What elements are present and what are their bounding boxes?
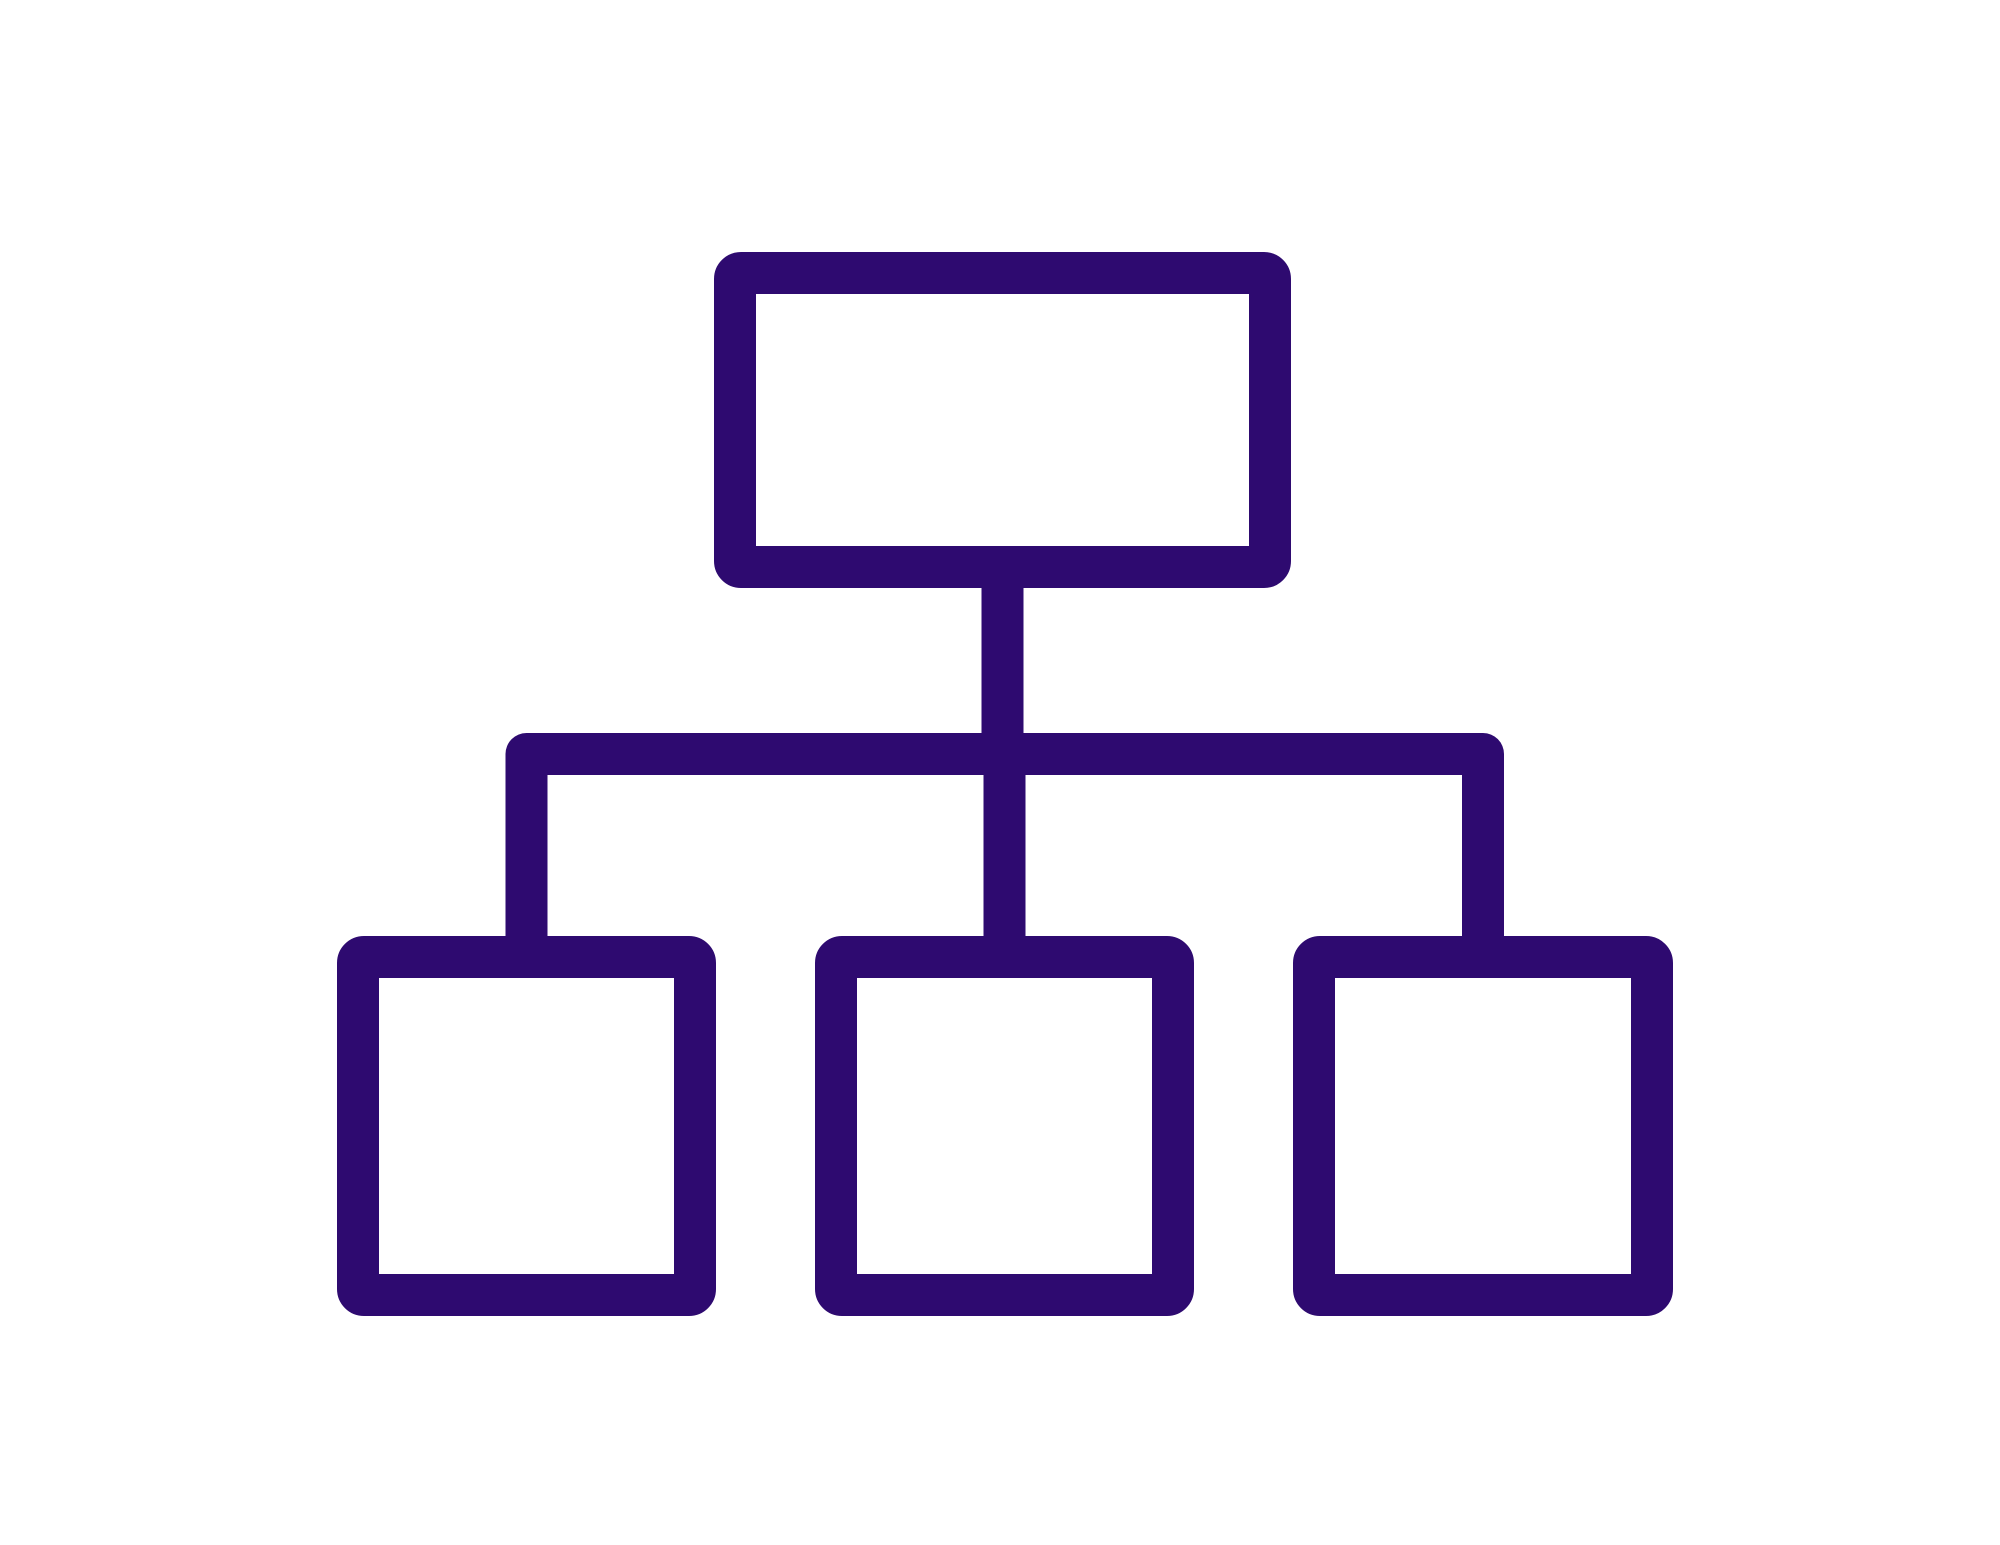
node-box-child-left <box>337 936 716 1316</box>
connector-lines <box>505 567 1504 957</box>
node-box-child-center <box>815 936 1194 1316</box>
node-box-parent <box>714 252 1291 588</box>
node-boxes <box>337 252 1673 1316</box>
node-box-child-right <box>1293 936 1673 1316</box>
